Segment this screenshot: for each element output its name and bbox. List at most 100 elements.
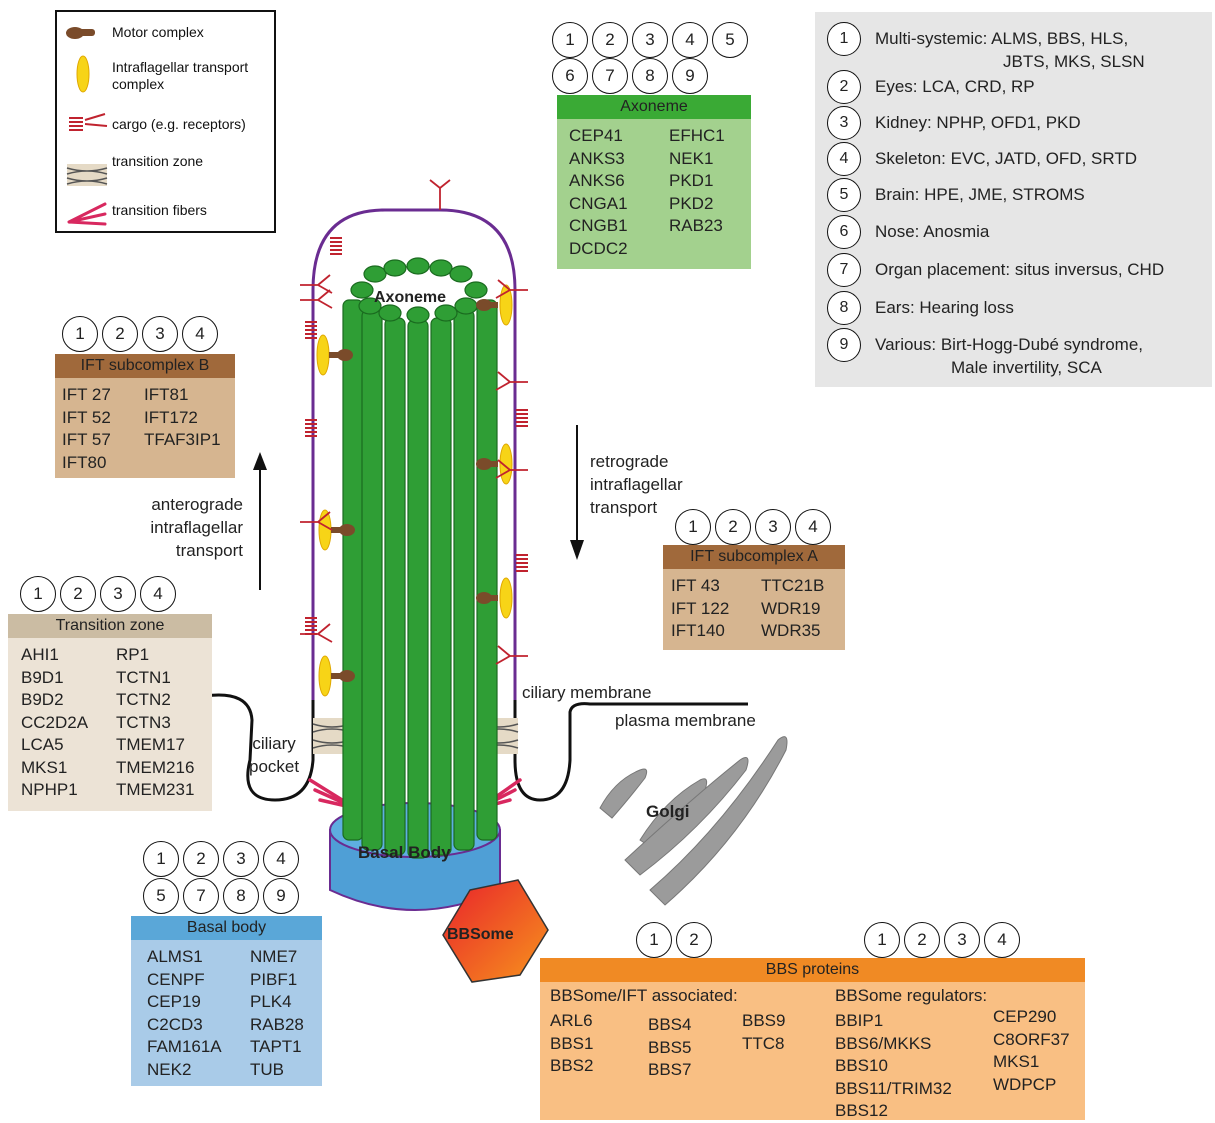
gene-name: IFT 57 xyxy=(62,429,144,452)
basal-body-circles-row2: 5 7 8 9 xyxy=(143,878,299,914)
ift-b-box-title: IFT subcomplex B xyxy=(55,354,235,378)
number-circle: 1 xyxy=(62,316,98,352)
cargo-coil xyxy=(516,555,528,571)
anterograde-line: intraflagellar xyxy=(138,516,243,539)
gene-name: B9D2 xyxy=(21,689,116,712)
key-text-continued: Male invertility, SCA xyxy=(875,356,1143,379)
key-row: 4 Skeleton: EVC, JATD, OFD, SRTD xyxy=(827,142,1137,176)
basal-body-gene-box: Basal body ALMS1 CENPF CEP19 C2CD3 FAM16… xyxy=(131,916,322,1086)
gene-name: PKD1 xyxy=(669,170,725,193)
ciliary-pocket-line: ciliary xyxy=(249,732,299,755)
microtubule xyxy=(362,310,382,850)
number-circle: 3 xyxy=(755,509,791,545)
key-row: 3 Kidney: NPHP, OFD1, PKD xyxy=(827,106,1081,140)
key-text: Kidney: NPHP, OFD1, PKD xyxy=(875,106,1081,140)
number-circle: 4 xyxy=(263,841,299,877)
microtubule-top xyxy=(455,298,477,314)
microtubule-top xyxy=(364,266,386,282)
gene-name: IFT 27 xyxy=(62,384,144,407)
disease-key-panel: 1 Multi-systemic: ALMS, BBS, HLS, JBTS, … xyxy=(815,12,1212,387)
gene-name: IFT81 xyxy=(144,384,221,407)
key-row: 2 Eyes: LCA, CRD, RP xyxy=(827,70,1035,104)
gene-name: ARL6 xyxy=(550,1010,648,1033)
cargo-receptor-top xyxy=(430,180,450,210)
number-circle: 1 xyxy=(552,22,588,58)
cargo-coil xyxy=(516,410,528,426)
legend-transition-zone-label: transition zone xyxy=(112,153,212,170)
axoneme-circles-row1: 1 2 3 4 5 xyxy=(552,22,748,58)
key-text: Nose: Anosmia xyxy=(875,215,989,249)
gene-name: BBS4 xyxy=(648,1014,742,1037)
gene-name: BBS2 xyxy=(550,1055,648,1078)
key-row: 1 Multi-systemic: ALMS, BBS, HLS, JBTS, … xyxy=(827,22,1145,73)
number-circle: 6 xyxy=(827,215,861,249)
number-circle: 2 xyxy=(60,576,96,612)
axoneme-gene-box: Axoneme CEP41 ANKS3 ANKS6 CNGA1 CNGB1 DC… xyxy=(557,95,751,269)
motor-stalk xyxy=(484,461,498,467)
number-circle: 1 xyxy=(864,922,900,958)
legend-transition-fibers-label: transition fibers xyxy=(112,202,207,219)
microtubule xyxy=(385,318,405,855)
motor-stalk xyxy=(484,595,498,601)
ift-complex xyxy=(319,656,331,696)
number-circle: 2 xyxy=(592,22,628,58)
gene-name: TCTN1 xyxy=(116,667,194,690)
retrograde-label: retrograde intraflagellar transport xyxy=(590,450,683,519)
number-circle: 4 xyxy=(140,576,176,612)
number-circle: 7 xyxy=(183,878,219,914)
retrograde-arrowhead xyxy=(570,540,584,560)
gene-name: IFT140 xyxy=(671,620,761,643)
microtubule xyxy=(477,300,497,840)
number-circle: 4 xyxy=(984,922,1020,958)
gene-name: TCTN3 xyxy=(116,712,194,735)
number-circle: 2 xyxy=(827,70,861,104)
number-circle: 3 xyxy=(944,922,980,958)
cargo-receptor xyxy=(496,280,528,298)
ift-b-gene-box: IFT subcomplex B IFT 27 IFT 52 IFT 57 IF… xyxy=(55,354,235,478)
number-circle: 5 xyxy=(827,178,861,212)
number-circle: 4 xyxy=(182,316,218,352)
gene-name: NEK2 xyxy=(147,1059,250,1082)
microtubule-top xyxy=(465,282,487,298)
cargo-icon xyxy=(65,108,109,142)
transition-fibers-icon xyxy=(65,198,109,228)
number-circle: 2 xyxy=(183,841,219,877)
gene-name: NPHP1 xyxy=(21,779,116,802)
gene-name: LCA5 xyxy=(21,734,116,757)
gene-name: CEP290 xyxy=(993,1006,1070,1029)
key-row: 6 Nose: Anosmia xyxy=(827,215,989,249)
gene-name: TMEM17 xyxy=(116,734,194,757)
gene-name: CENPF xyxy=(147,969,250,992)
number-circle: 7 xyxy=(827,253,861,287)
key-text: Organ placement: situs inversus, CHD xyxy=(875,253,1164,287)
key-row: 5 Brain: HPE, JME, STROMS xyxy=(827,178,1085,212)
gene-name: NEK1 xyxy=(669,148,725,171)
microtubule-top xyxy=(384,260,406,276)
ift-a-gene-box: IFT subcomplex A IFT 43 IFT 122 IFT140 T… xyxy=(663,545,845,650)
cargo-coil xyxy=(330,238,342,254)
gene-name: ANKS6 xyxy=(569,170,669,193)
gene-name: TMEM231 xyxy=(116,779,194,802)
gene-name: CNGA1 xyxy=(569,193,669,216)
microtubule-top xyxy=(407,307,429,323)
ift-complex xyxy=(500,285,512,325)
key-row: 9 Various: Birt-Hogg-Dubé syndrome, Male… xyxy=(827,328,1143,379)
basal-body-box-title: Basal body xyxy=(131,916,322,940)
key-row: 7 Organ placement: situs inversus, CHD xyxy=(827,253,1164,287)
gene-name: TFAF3IP1 xyxy=(144,429,221,452)
key-text: Multi-systemic: ALMS, BBS, HLS, xyxy=(875,27,1145,50)
number-circle: 1 xyxy=(143,841,179,877)
gene-name: BBS6/MKKS xyxy=(835,1033,993,1056)
number-circle: 8 xyxy=(632,58,668,94)
number-circle: 1 xyxy=(636,922,672,958)
number-circle: 2 xyxy=(715,509,751,545)
microtubule-top xyxy=(450,266,472,282)
motor-stalk xyxy=(331,673,345,679)
key-row: 8 Ears: Hearing loss xyxy=(827,291,1014,325)
number-circle: 5 xyxy=(143,878,179,914)
retrograde-line: retrograde xyxy=(590,450,683,473)
basal-body-circles-row1: 1 2 3 4 xyxy=(143,841,299,877)
legend-cargo-label: cargo (e.g. receptors) xyxy=(112,116,246,133)
microtubule xyxy=(343,300,363,840)
motor-stalk xyxy=(331,527,345,533)
